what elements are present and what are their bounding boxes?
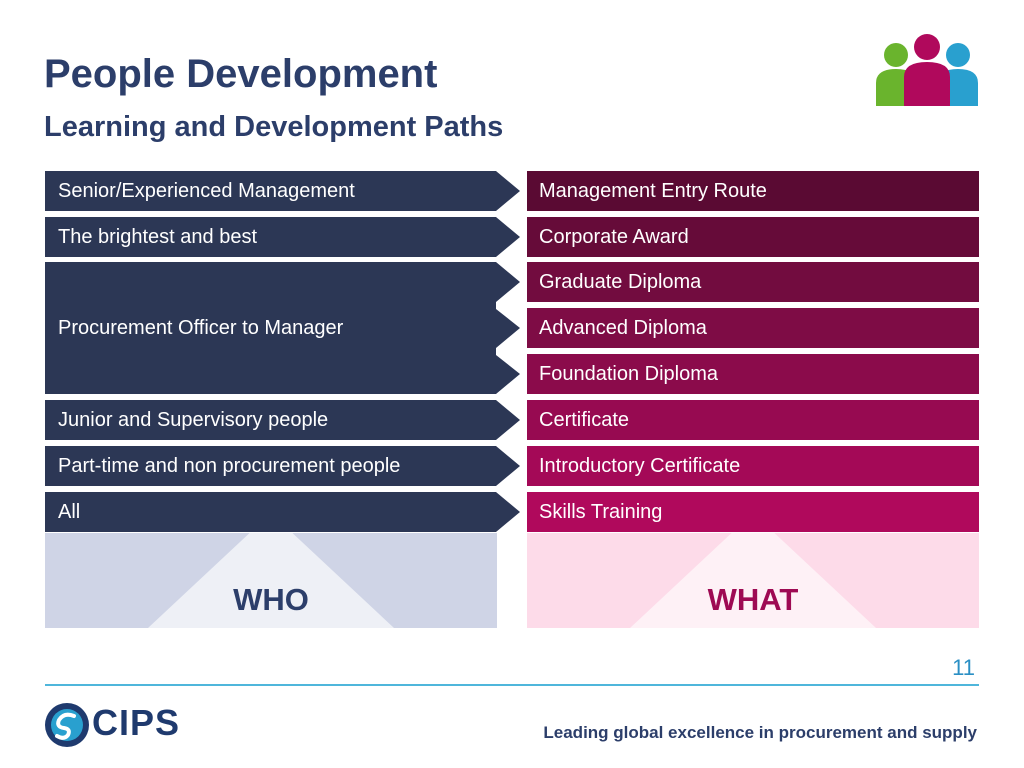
what-row-label: Management Entry Route	[539, 179, 767, 202]
who-row-part-time: Part-time and non procurement people	[45, 446, 520, 486]
who-row-junior: Junior and Supervisory people	[45, 400, 520, 440]
footer-tagline: Leading global excellence in procurement…	[543, 723, 977, 742]
who-row-label: Part-time and non procurement people	[58, 454, 401, 477]
what-panel: WHAT	[527, 533, 979, 628]
page-title: People Development	[44, 52, 438, 96]
cips-logo-icon	[44, 702, 90, 748]
who-row-label: Procurement Officer to Manager	[58, 316, 344, 339]
what-row-advanced-diploma: Advanced Diploma	[527, 308, 979, 348]
who-row-all: All	[45, 492, 520, 532]
what-row-label: Advanced Diploma	[539, 316, 707, 339]
who-row-label: Junior and Supervisory people	[58, 408, 329, 431]
cips-logo-text: CIPS	[92, 702, 181, 743]
footer-divider	[45, 684, 979, 686]
who-row-senior: Senior/Experienced Management	[45, 171, 520, 211]
what-row-management-entry: Management Entry Route	[527, 171, 979, 211]
who-row-label: All	[58, 500, 81, 523]
who-row-label: Senior/Experienced Management	[58, 179, 355, 202]
who-panel: WHO	[45, 533, 497, 628]
who-label: WHO	[233, 582, 309, 617]
people-group-icon	[874, 33, 980, 106]
what-label: WHAT	[707, 582, 799, 617]
page-subtitle: Learning and Development Paths	[44, 111, 504, 143]
what-triangle	[630, 533, 876, 628]
what-row-graduate-diploma: Graduate Diploma	[527, 262, 979, 302]
who-row-procurement-officer: Procurement Officer to Manager	[45, 262, 520, 394]
what-row-label: Graduate Diploma	[539, 270, 702, 293]
who-row-label: The brightest and best	[58, 225, 258, 248]
what-row-foundation-diploma: Foundation Diploma	[527, 354, 979, 394]
page-number: 11	[952, 655, 975, 680]
what-row-label: Skills Training	[539, 500, 663, 523]
who-row-brightest: The brightest and best	[45, 217, 520, 257]
what-row-label: Certificate	[539, 408, 630, 431]
what-row-skills-training: Skills Training	[527, 492, 979, 532]
what-row-certificate: Certificate	[527, 400, 979, 440]
what-row-label: Corporate Award	[539, 225, 689, 248]
what-row-label: Introductory Certificate	[539, 454, 741, 477]
what-row-label: Foundation Diploma	[539, 362, 718, 385]
what-row-corporate-award: Corporate Award	[527, 217, 979, 257]
who-triangle	[148, 533, 394, 628]
what-row-introductory-certificate: Introductory Certificate	[527, 446, 979, 486]
